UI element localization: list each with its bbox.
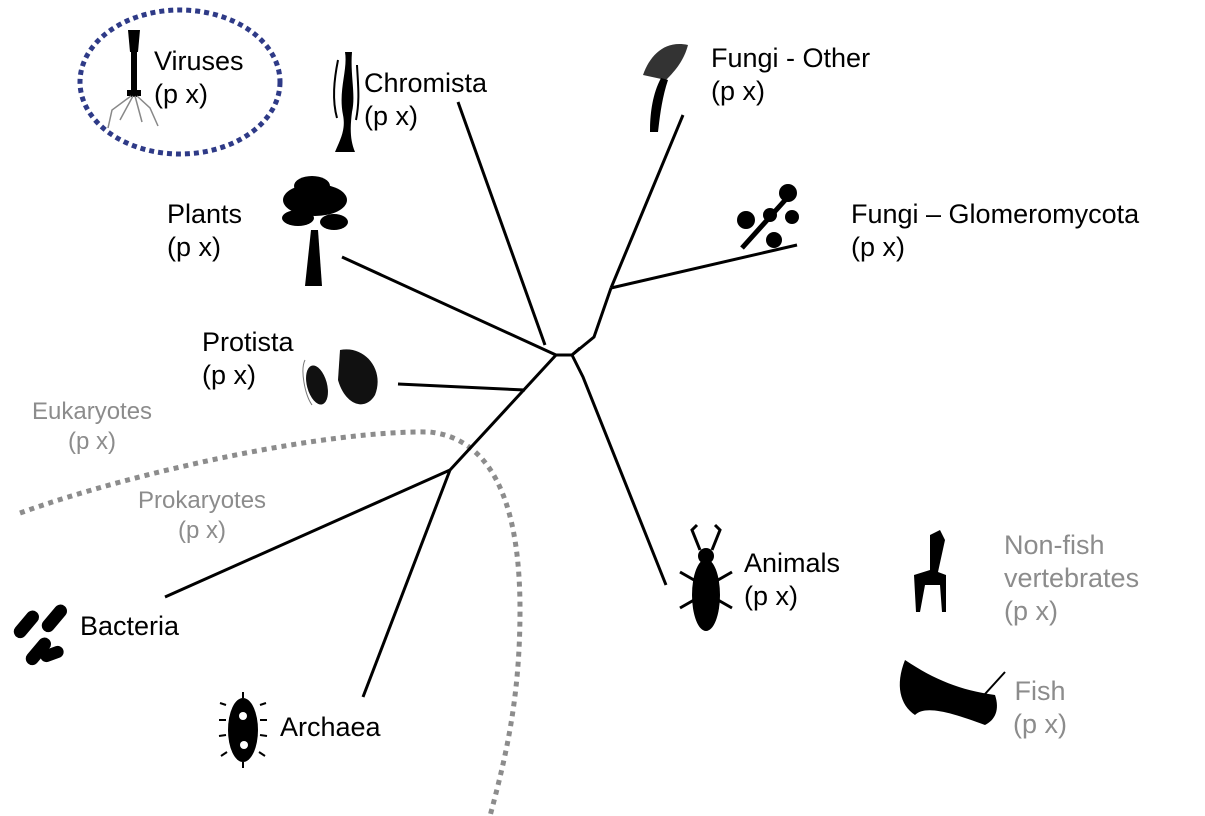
branch-fungi-stem — [572, 288, 611, 355]
label-fungi-glomeromycota: Fungi – Glomeromycota (p x) — [851, 198, 1139, 264]
animals-name: Animals — [744, 547, 840, 580]
label-animals: Animals (p x) — [744, 547, 840, 613]
protist-cells-icon — [302, 349, 377, 407]
bacteriophage-icon — [108, 30, 158, 128]
fungi-other-name: Fungi - Other — [711, 42, 870, 75]
prokaryotes-sub: (p x) — [138, 516, 266, 546]
non-fish-line2: vertebrates — [1004, 562, 1139, 595]
bacteria-name: Bacteria — [80, 610, 179, 643]
plants-name: Plants — [167, 198, 242, 231]
branch-plants — [342, 257, 556, 355]
archaea-name: Archaea — [280, 711, 381, 744]
branch-fungi-other — [611, 115, 683, 288]
insect-icon — [680, 525, 732, 631]
label-fish: Fish (p x) — [1013, 675, 1067, 741]
label-fungi-other: Fungi - Other (p x) — [711, 42, 870, 108]
fungi-glomeromycota-name: Fungi – Glomeromycota — [851, 198, 1139, 231]
branch-glomeromycota — [611, 245, 797, 288]
plants-sub: (p x) — [167, 231, 242, 264]
label-protista: Protista (p x) — [202, 326, 294, 392]
label-archaea: Archaea — [280, 711, 381, 744]
branch-animals — [572, 355, 666, 585]
tree-icon — [282, 176, 348, 286]
non-fish-line1: Non-fish — [1004, 529, 1139, 562]
giraffe-icon — [914, 530, 946, 612]
fungi-other-sub: (p x) — [711, 75, 870, 108]
protista-sub: (p x) — [202, 359, 294, 392]
label-eukaryotes: Eukaryotes (p x) — [32, 397, 152, 457]
branch-eukaryote-stem — [450, 355, 556, 470]
branch-chromista — [458, 102, 545, 345]
label-plants: Plants (p x) — [167, 198, 242, 264]
protista-name: Protista — [202, 326, 294, 359]
label-bacteria: Bacteria — [80, 610, 179, 643]
fish-name: Fish — [1013, 675, 1067, 708]
label-chromista: Chromista (p x) — [364, 67, 487, 133]
animals-sub: (p x) — [744, 580, 840, 613]
viruses-sub: (p x) — [154, 78, 244, 111]
seaweed-icon — [334, 52, 358, 152]
label-prokaryotes: Prokaryotes (p x) — [138, 486, 266, 546]
glomeromycota-spores-icon — [737, 184, 799, 248]
chromista-name: Chromista — [364, 67, 487, 100]
eukaryotes-name: Eukaryotes — [32, 397, 152, 427]
eukaryotes-sub: (p x) — [32, 427, 152, 457]
fungi-glomeromycota-sub: (p x) — [851, 231, 1139, 264]
viruses-name: Viruses — [154, 45, 244, 78]
non-fish-sub: (p x) — [1004, 595, 1139, 628]
label-viruses: Viruses (p x) — [154, 45, 244, 111]
branch-protista — [398, 384, 525, 390]
label-non-fish-vertebrates: Non-fish vertebrates (p x) — [1004, 529, 1139, 628]
fish-sub: (p x) — [1013, 708, 1067, 741]
prokaryotes-name: Prokaryotes — [138, 486, 266, 516]
archaea-cell-icon — [219, 692, 267, 768]
manta-ray-icon — [900, 660, 1005, 725]
chromista-sub: (p x) — [364, 100, 487, 133]
bacteria-rods-icon — [11, 602, 70, 668]
